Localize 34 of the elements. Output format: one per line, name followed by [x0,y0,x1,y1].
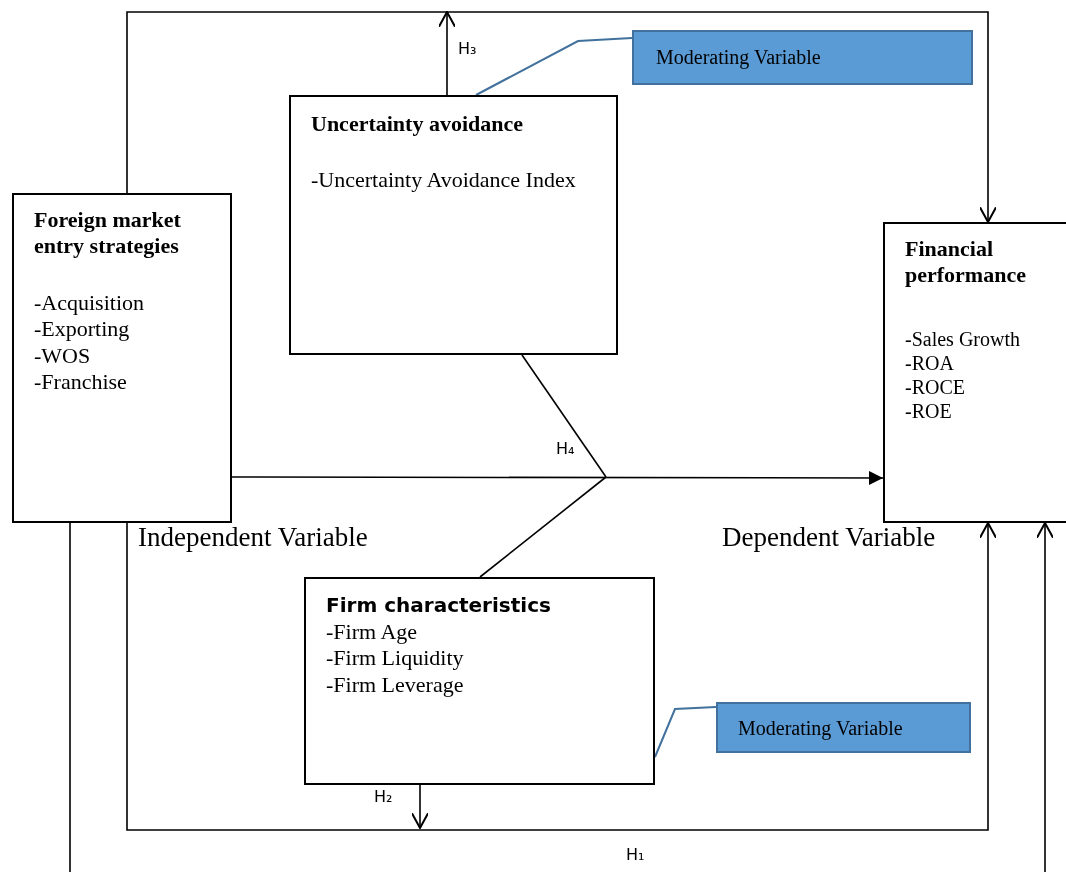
callout-box [632,30,973,85]
box-heading: Foreign market entry strategies [34,207,182,260]
arrow [438,11,456,96]
list-item: -ROCE [905,374,965,399]
leader-line [654,706,717,758]
arrow [126,11,997,223]
list-item: -WOS [34,342,91,369]
list-item: -Franchise [34,368,127,396]
callout-text: Moderating Variable [738,716,903,740]
leader-line [475,37,633,96]
variable-box [304,577,655,785]
list-item: -Sales Growth [905,326,1020,351]
list-item: -Acquisition [34,289,144,317]
axis-caption: Independent Variable [138,523,368,553]
arrow [126,522,997,831]
list-item: -Firm Leverage [326,671,464,699]
variable-box [289,95,618,355]
list-item: -Exporting [34,316,130,343]
arrow [411,784,429,829]
variable-box [12,193,232,523]
list-item: -Firm Liquidity [326,645,464,672]
list-item: -Firm Age [326,619,418,646]
callout-text: Moderating Variable [656,45,821,69]
variable-box [883,222,1066,523]
callout-box [716,702,971,753]
arrow [69,522,1054,872]
box-heading: Financial performance [905,236,1027,289]
box-heading: Firm characteristics [326,593,551,617]
list-item: -ROE [905,398,952,423]
list-item: -Uncertainty Avoidance Index [311,167,576,194]
arrow [231,471,884,485]
list-item: -ROA [905,350,954,375]
axis-caption: Dependent Variable [722,523,936,553]
box-heading: Uncertainty avoidance [311,111,524,138]
